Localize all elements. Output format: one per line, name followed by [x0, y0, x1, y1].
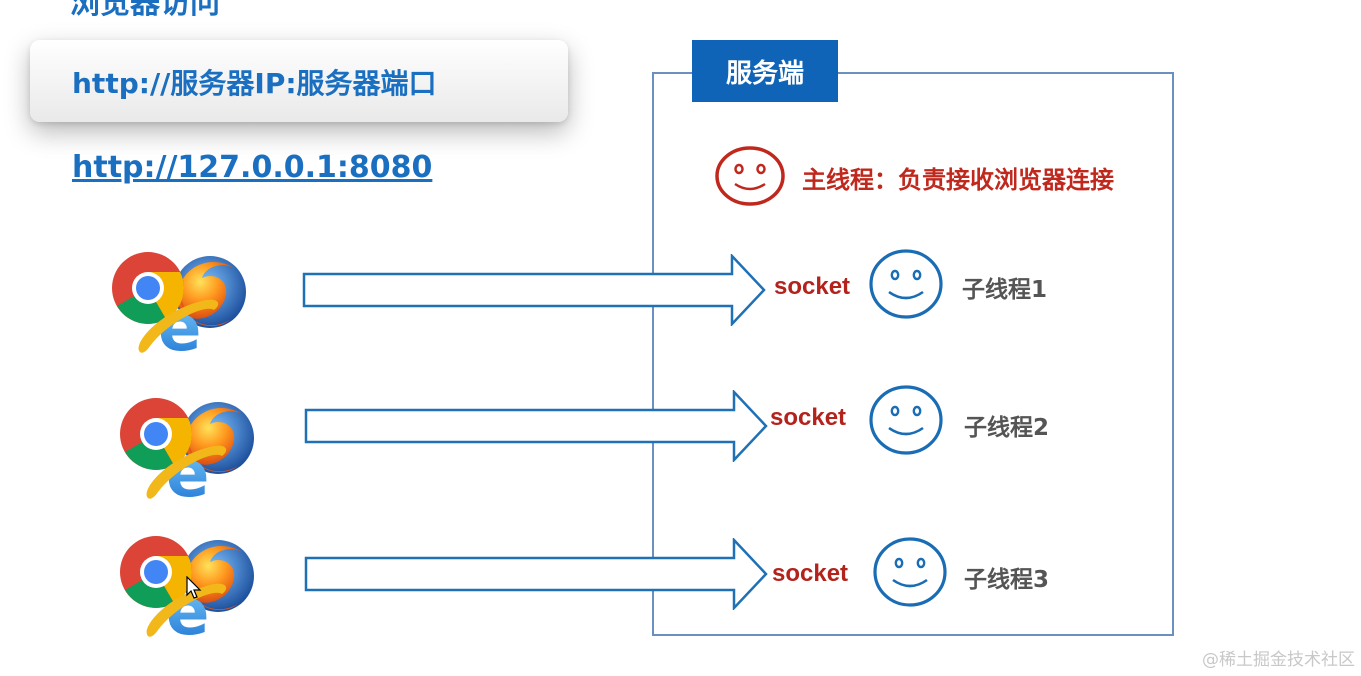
- url-example-link[interactable]: http://127.0.0.1:8080: [72, 150, 433, 185]
- url-format-text: http://服务器IP:服务器端口: [72, 67, 437, 100]
- socket-label: socket: [770, 404, 847, 431]
- url-format-card: http://服务器IP:服务器端口: [30, 40, 568, 122]
- right-arrow-icon: [304, 390, 768, 462]
- server-box: [652, 72, 1174, 636]
- slide-title: 浏览器访问: [70, 0, 220, 21]
- child-thread-label: 子线程3: [964, 567, 1050, 593]
- server-tag: 服务端: [692, 40, 838, 102]
- right-arrow-icon: [304, 538, 768, 610]
- child-thread-label: 子线程1: [962, 277, 1048, 303]
- watermark: @稀土掘金技术社区: [1202, 650, 1355, 670]
- mouse-cursor-icon: [186, 576, 202, 599]
- child-thread-label: 子线程2: [964, 415, 1050, 441]
- socket-label: socket: [774, 273, 851, 300]
- browser-group-icon: [112, 252, 246, 358]
- right-arrow-icon: [302, 254, 766, 326]
- main-thread-smiley-icon: [715, 146, 785, 206]
- socket-label: socket: [772, 560, 849, 587]
- child-thread-smiley-icon: [873, 537, 947, 607]
- main-thread-label: 主线程：负责接收浏览器连接: [802, 166, 1114, 194]
- child-thread-smiley-icon: [869, 249, 943, 319]
- child-thread-smiley-icon: [869, 385, 943, 455]
- browser-group-icon: [120, 398, 254, 504]
